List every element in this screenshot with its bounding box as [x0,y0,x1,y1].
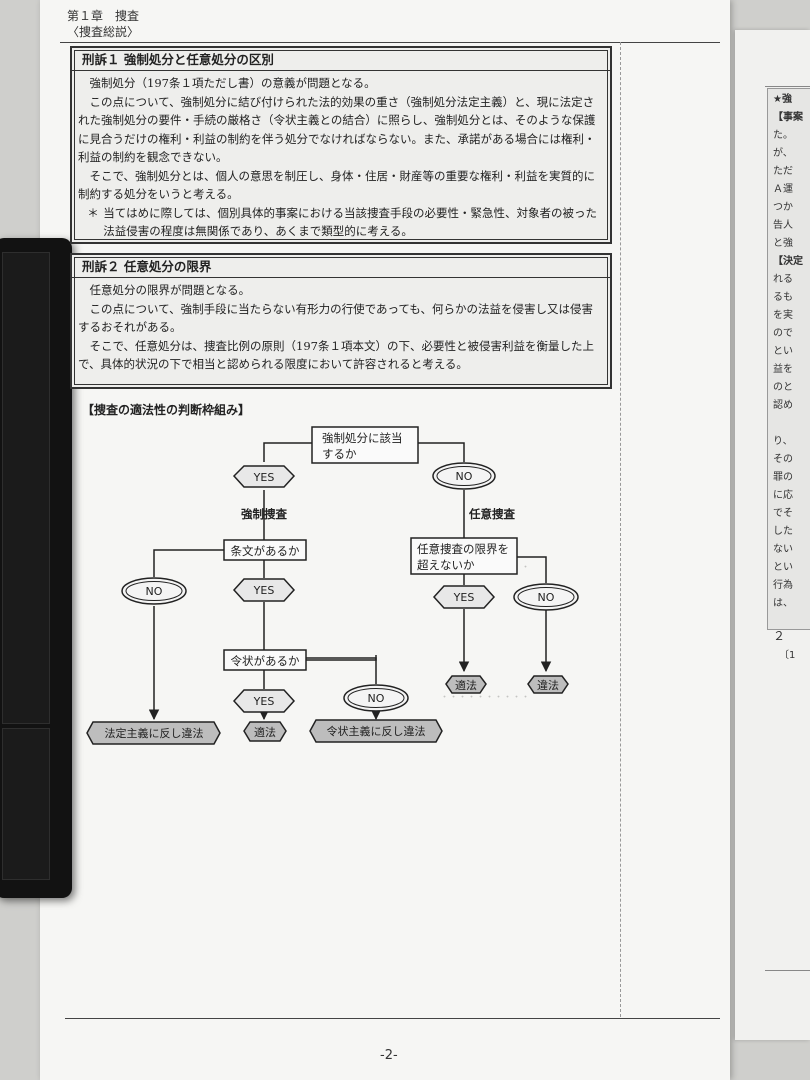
forced-investigation-label: 強制捜査 [241,507,287,521]
node-root-line1: 強制処分に該当 [322,431,403,445]
box-paragraph: この点について、強制手段に当たらない有形力の行使であっても、何らかの法益を侵害し… [78,301,593,335]
facing-page-text: ない [773,544,793,555]
outcome-statute-violation [86,721,221,745]
no-ellipse [343,684,409,712]
outcome-statute-violation-text: 法定主義に反し違法 [105,726,204,740]
facing-page-text: と強 [773,238,793,249]
facing-page-text: 〔1 [779,650,796,661]
yes-label: YES [253,471,275,484]
node-limit-line1: 任意捜査の限界を [417,542,509,556]
box-paragraph: 強制処分（197条１項ただし書）の意義が問題となる。 [89,76,376,90]
box-paragraph: そこで、強制処分とは、個人の意思を制圧し、身体・住居・財産等の重要な権利・利益を… [78,168,596,202]
node-limit-question [410,537,518,575]
facing-page-text: 告人 [773,220,793,231]
facing-page-text: 罪の [773,472,793,483]
note-text: 当てはめに際しては、個別具体的事案における当該捜査手段の必要性・緊急性、対象者の… [103,205,597,239]
outcome-legal-text: 適法 [455,678,477,692]
box-paragraph: 任意処分の限界が問題となる。 [89,283,251,297]
yes-hexagon [432,585,496,609]
outcome-legal-text: 適法 [254,725,276,739]
box-paragraph: この点について、強制処分に結び付けられた法的効果の重さ（強制処分法定主義）と、現… [78,94,596,165]
outcome-warrant-violation [309,719,443,743]
no-label: NO [538,591,555,604]
facing-page-text: 【事案 [773,112,803,123]
note-mark: ＊ [87,205,99,220]
facing-page-text: のと [773,382,793,393]
facing-page-text: 行為 [773,580,793,591]
yes-label: YES [453,591,475,604]
facing-page-shaded-box [767,88,810,630]
margin-guide-line [620,42,621,1017]
facing-page-text: とい [773,346,793,357]
chapter-heading: 第１章 捜査 [67,9,140,23]
facing-page-text: ２ [773,629,786,643]
page-header: 第１章 捜査 〈捜査総説〉 [67,8,139,40]
node-limit-line2: 超えないか [417,558,475,572]
node-statute-question [223,539,307,561]
box-title: 刑訴２ 任意処分の限界 [72,255,610,278]
facing-page-text: 益を [773,364,793,375]
facing-page-text: した [773,526,793,537]
yes-hexagon [232,689,296,713]
phone-case-edge [0,238,72,898]
footer-rule [65,1018,720,1019]
facing-page-text: が、 [773,148,793,159]
yes-hexagon [232,578,296,602]
box-voluntary-limits: 刑訴２ 任意処分の限界 任意処分の限界が問題となる。 この点について、強制手段に… [70,253,612,389]
yes-label: YES [253,695,275,708]
node-statute-text: 条文があるか [231,544,300,558]
no-ellipse [121,577,187,605]
flowchart-title: 【捜査の適法性の判断枠組み】 [82,403,251,417]
facing-page-text: は、 [773,598,793,609]
facing-page-text: るも [773,292,793,303]
facing-page-text: ので [773,328,793,339]
no-label: NO [146,585,163,598]
facing-page-text: でそ [773,508,793,519]
section-heading: 〈捜査総説〉 [67,25,140,39]
outcome-illegal [527,675,569,694]
no-label: NO [368,692,385,705]
header-rule [60,42,720,43]
outcome-legal [445,675,487,694]
facing-page-text: ★強 [773,94,792,105]
box-note: ＊ 当てはめに際しては、個別具体的事案における当該捜査手段の必要性・緊急性、対象者… [78,204,604,241]
facing-page-text: その [773,454,793,465]
box-title: 刑訴１ 強制処分と任意処分の区別 [72,48,610,71]
node-warrant-question [223,649,307,671]
facing-page-text: に応 [773,490,793,501]
facing-page-text: れる [773,274,793,285]
facing-page: ★強 【事案 た。 が、 ただ Ａ運 つか 告人 と強 【決定 れる るも を実… [735,30,810,1040]
no-ellipse [432,462,496,490]
node-root-question [311,426,419,464]
outcome-legal [243,721,287,742]
facing-page-text: 認め [773,400,793,411]
outcome-illegal-text: 違法 [537,678,559,692]
node-warrant-text: 令状があるか [231,654,300,668]
facing-page-text: り、 [773,436,793,447]
facing-page-text: つか [773,202,793,213]
facing-page-text: を実 [773,310,793,321]
no-ellipse [513,583,579,611]
facing-page-text: ただ [773,166,793,177]
voluntary-investigation-label: 任意捜査 [468,507,515,521]
box-paragraph: そこで、任意処分は、捜査比例の原則（197条１項本文）の下、必要性と被侵害利益を… [78,338,594,372]
yes-hexagon [232,465,296,488]
yes-label: YES [253,584,275,597]
node-root-line2: するか [322,447,357,461]
page-number: -2- [380,1048,398,1063]
facing-page-text: 【決定 [773,256,803,267]
facing-page-text: とい [773,562,793,573]
facing-page-text: Ａ運 [773,184,793,195]
box-forced-vs-voluntary: 刑訴１ 強制処分と任意処分の区別 強制処分（197条１項ただし書）の意義が問題と… [70,46,612,244]
outcome-warrant-violation-text: 令状主義に反し違法 [327,724,426,738]
no-label: NO [456,470,473,483]
facing-page-text: た。 [773,130,793,141]
